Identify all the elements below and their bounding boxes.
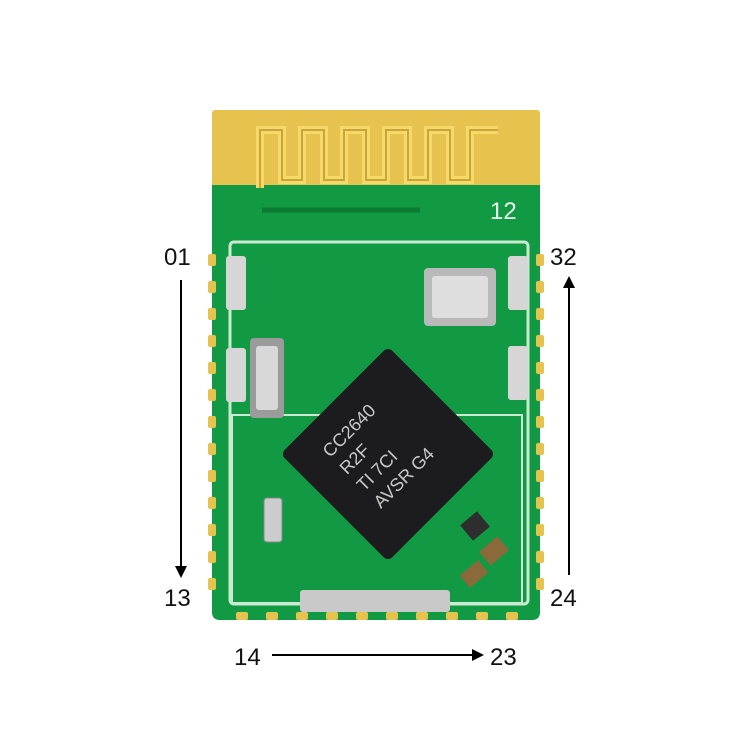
passive-component [460, 511, 490, 541]
pad-bottom [476, 612, 488, 620]
passive-component [263, 497, 283, 543]
pad-right [536, 470, 544, 482]
pad-right [536, 254, 544, 266]
passive-component [508, 346, 528, 400]
pin-label-14: 14 [234, 644, 261, 671]
pad-left [208, 308, 216, 320]
pin-label-32: 32 [550, 244, 577, 271]
pad-left [208, 578, 216, 590]
pad-left [208, 254, 216, 266]
pad-bottom [236, 612, 248, 620]
pad-left [208, 524, 216, 536]
passive-component [459, 560, 489, 588]
pad-bottom [356, 612, 368, 620]
pad-left [208, 497, 216, 509]
pad-left [208, 416, 216, 428]
pad-right [536, 389, 544, 401]
board-silkscreen-number: 12 [490, 198, 517, 225]
pin-label-24: 24 [550, 585, 577, 612]
pad-bottom [266, 612, 278, 620]
pad-right [536, 497, 544, 509]
pad-right [536, 308, 544, 320]
pad-left [208, 470, 216, 482]
pad-left [208, 335, 216, 347]
pin-arrows [175, 276, 575, 661]
pin-label-01: 01 [164, 244, 191, 271]
antenna-area [212, 110, 540, 188]
passive-component [226, 256, 246, 310]
passive-component [508, 256, 528, 310]
pad-bottom [416, 612, 428, 620]
pad-bottom [386, 612, 398, 620]
pad-bottom [506, 612, 518, 620]
castellated-pads [208, 254, 544, 620]
pad-left [208, 281, 216, 293]
pad-right [536, 416, 544, 428]
pad-bottom [446, 612, 458, 620]
pad-right [536, 281, 544, 293]
pad-right [536, 335, 544, 347]
pin-label-13: 13 [164, 585, 191, 612]
passive-component [300, 590, 450, 612]
soc-chip [283, 349, 493, 559]
pad-bottom [296, 612, 308, 620]
pin-label-23: 23 [490, 644, 517, 671]
passive-component [226, 348, 246, 402]
passive-component [479, 536, 509, 566]
pad-right [536, 443, 544, 455]
pad-right [536, 551, 544, 563]
pad-right [536, 524, 544, 536]
pad-right [536, 362, 544, 374]
pad-left [208, 443, 216, 455]
pad-right [536, 578, 544, 590]
pad-left [208, 389, 216, 401]
pad-bottom [326, 612, 338, 620]
pad-left [208, 551, 216, 563]
pad-left [208, 362, 216, 374]
